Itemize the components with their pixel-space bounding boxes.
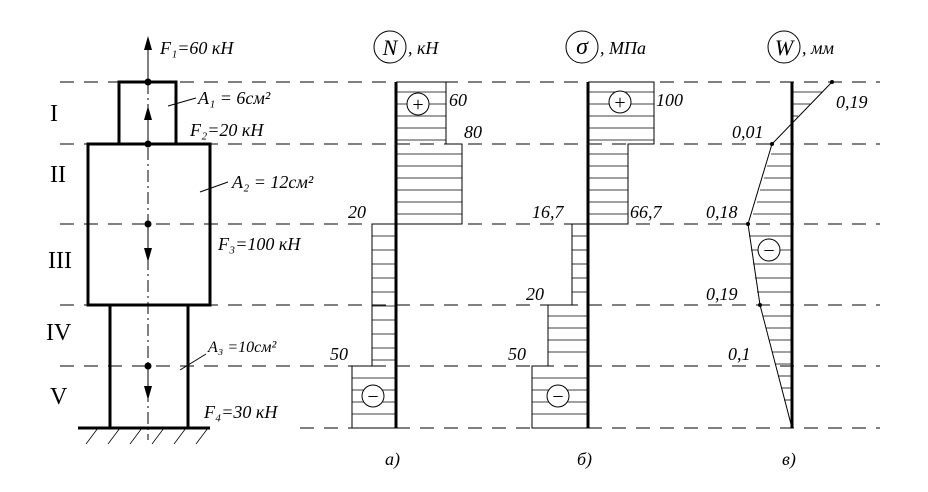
- area-label-a3: A₃ =10см²: [207, 339, 277, 356]
- w-value-0-18: 0,18: [706, 202, 738, 222]
- minus-sign-icon: [361, 384, 385, 408]
- n-title-circle: [373, 30, 407, 64]
- force-arrows: [144, 36, 152, 400]
- force-label-f3: F₃=100 кН: [217, 234, 301, 254]
- w-value-0-19: 0,19: [706, 284, 738, 304]
- arrow-up-icon: [144, 106, 152, 120]
- section-label-5: V: [50, 384, 68, 410]
- w-title-symbol: W: [775, 35, 795, 60]
- sigma-value-66-7: 66,7: [630, 202, 663, 222]
- sigma-title-circle: [565, 30, 599, 64]
- n-value-60: 60: [449, 90, 467, 110]
- section-boundary-lines: [60, 81, 880, 429]
- section-numerals: I II III IV V: [46, 101, 72, 410]
- fixed-support: [78, 426, 210, 445]
- sigma-value-20: 20: [526, 284, 544, 304]
- stress-diagram: σ , МПа + − 100 16,7 66,7 20 50 б): [508, 30, 683, 470]
- section-label-3: III: [48, 248, 72, 274]
- w-title-circle: [767, 30, 801, 64]
- section-label-4: IV: [46, 320, 72, 346]
- minus-sign-icon: [757, 238, 781, 262]
- sigma-value-50: 50: [508, 344, 526, 364]
- displacement-diagram: W , мм − 0,19 0,01 0,18 0,19 0,1 в): [706, 30, 868, 470]
- force-label-f2: F₂=20 кН: [189, 120, 264, 140]
- n-value-20: 20: [348, 202, 366, 222]
- area-label-a1: A₁ = 6см²: [197, 88, 271, 108]
- w-value-0-19-top: 0,19: [836, 92, 868, 112]
- arrow-down-icon: [144, 248, 152, 262]
- n-value-80: 80: [464, 122, 482, 142]
- svg-text:−: −: [367, 386, 378, 408]
- w-value-0-01: 0,01: [732, 122, 764, 142]
- sigma-caption: б): [577, 449, 592, 470]
- sigma-title-symbol: σ: [576, 34, 589, 60]
- force-label-f4: F₄=30 кН: [203, 402, 278, 422]
- w-title-unit: , мм: [802, 38, 834, 58]
- n-value-50: 50: [330, 344, 348, 364]
- sigma-title-unit: , МПа: [600, 38, 646, 58]
- axial-force-diagram: N , кН + − 60 80 20 50 а): [330, 30, 482, 470]
- w-value-0-1: 0,1: [728, 344, 751, 364]
- svg-text:+: +: [614, 92, 625, 114]
- sigma-value-16-7: 16,7: [532, 202, 565, 222]
- force-label-f1: F₁=60 кН: [159, 38, 234, 58]
- svg-text:+: +: [412, 94, 423, 116]
- area-leader-lines: [167, 97, 229, 371]
- section-label-2: II: [50, 162, 66, 188]
- minus-sign-icon: [546, 384, 570, 408]
- plus-sign-icon: [608, 90, 632, 114]
- area-label-a2: A₂ = 12см²: [231, 172, 314, 192]
- arrow-up-icon: [144, 36, 152, 50]
- svg-text:−: −: [763, 240, 774, 262]
- plus-sign-icon: [406, 92, 430, 116]
- n-title-unit: , кН: [408, 38, 439, 58]
- sigma-value-100: 100: [656, 90, 683, 110]
- arrow-down-icon: [144, 386, 152, 400]
- n-title-symbol: N: [382, 35, 399, 60]
- section-label-1: I: [50, 101, 58, 127]
- w-caption: в): [782, 449, 796, 470]
- svg-text:−: −: [552, 386, 563, 408]
- n-caption: а): [385, 449, 400, 470]
